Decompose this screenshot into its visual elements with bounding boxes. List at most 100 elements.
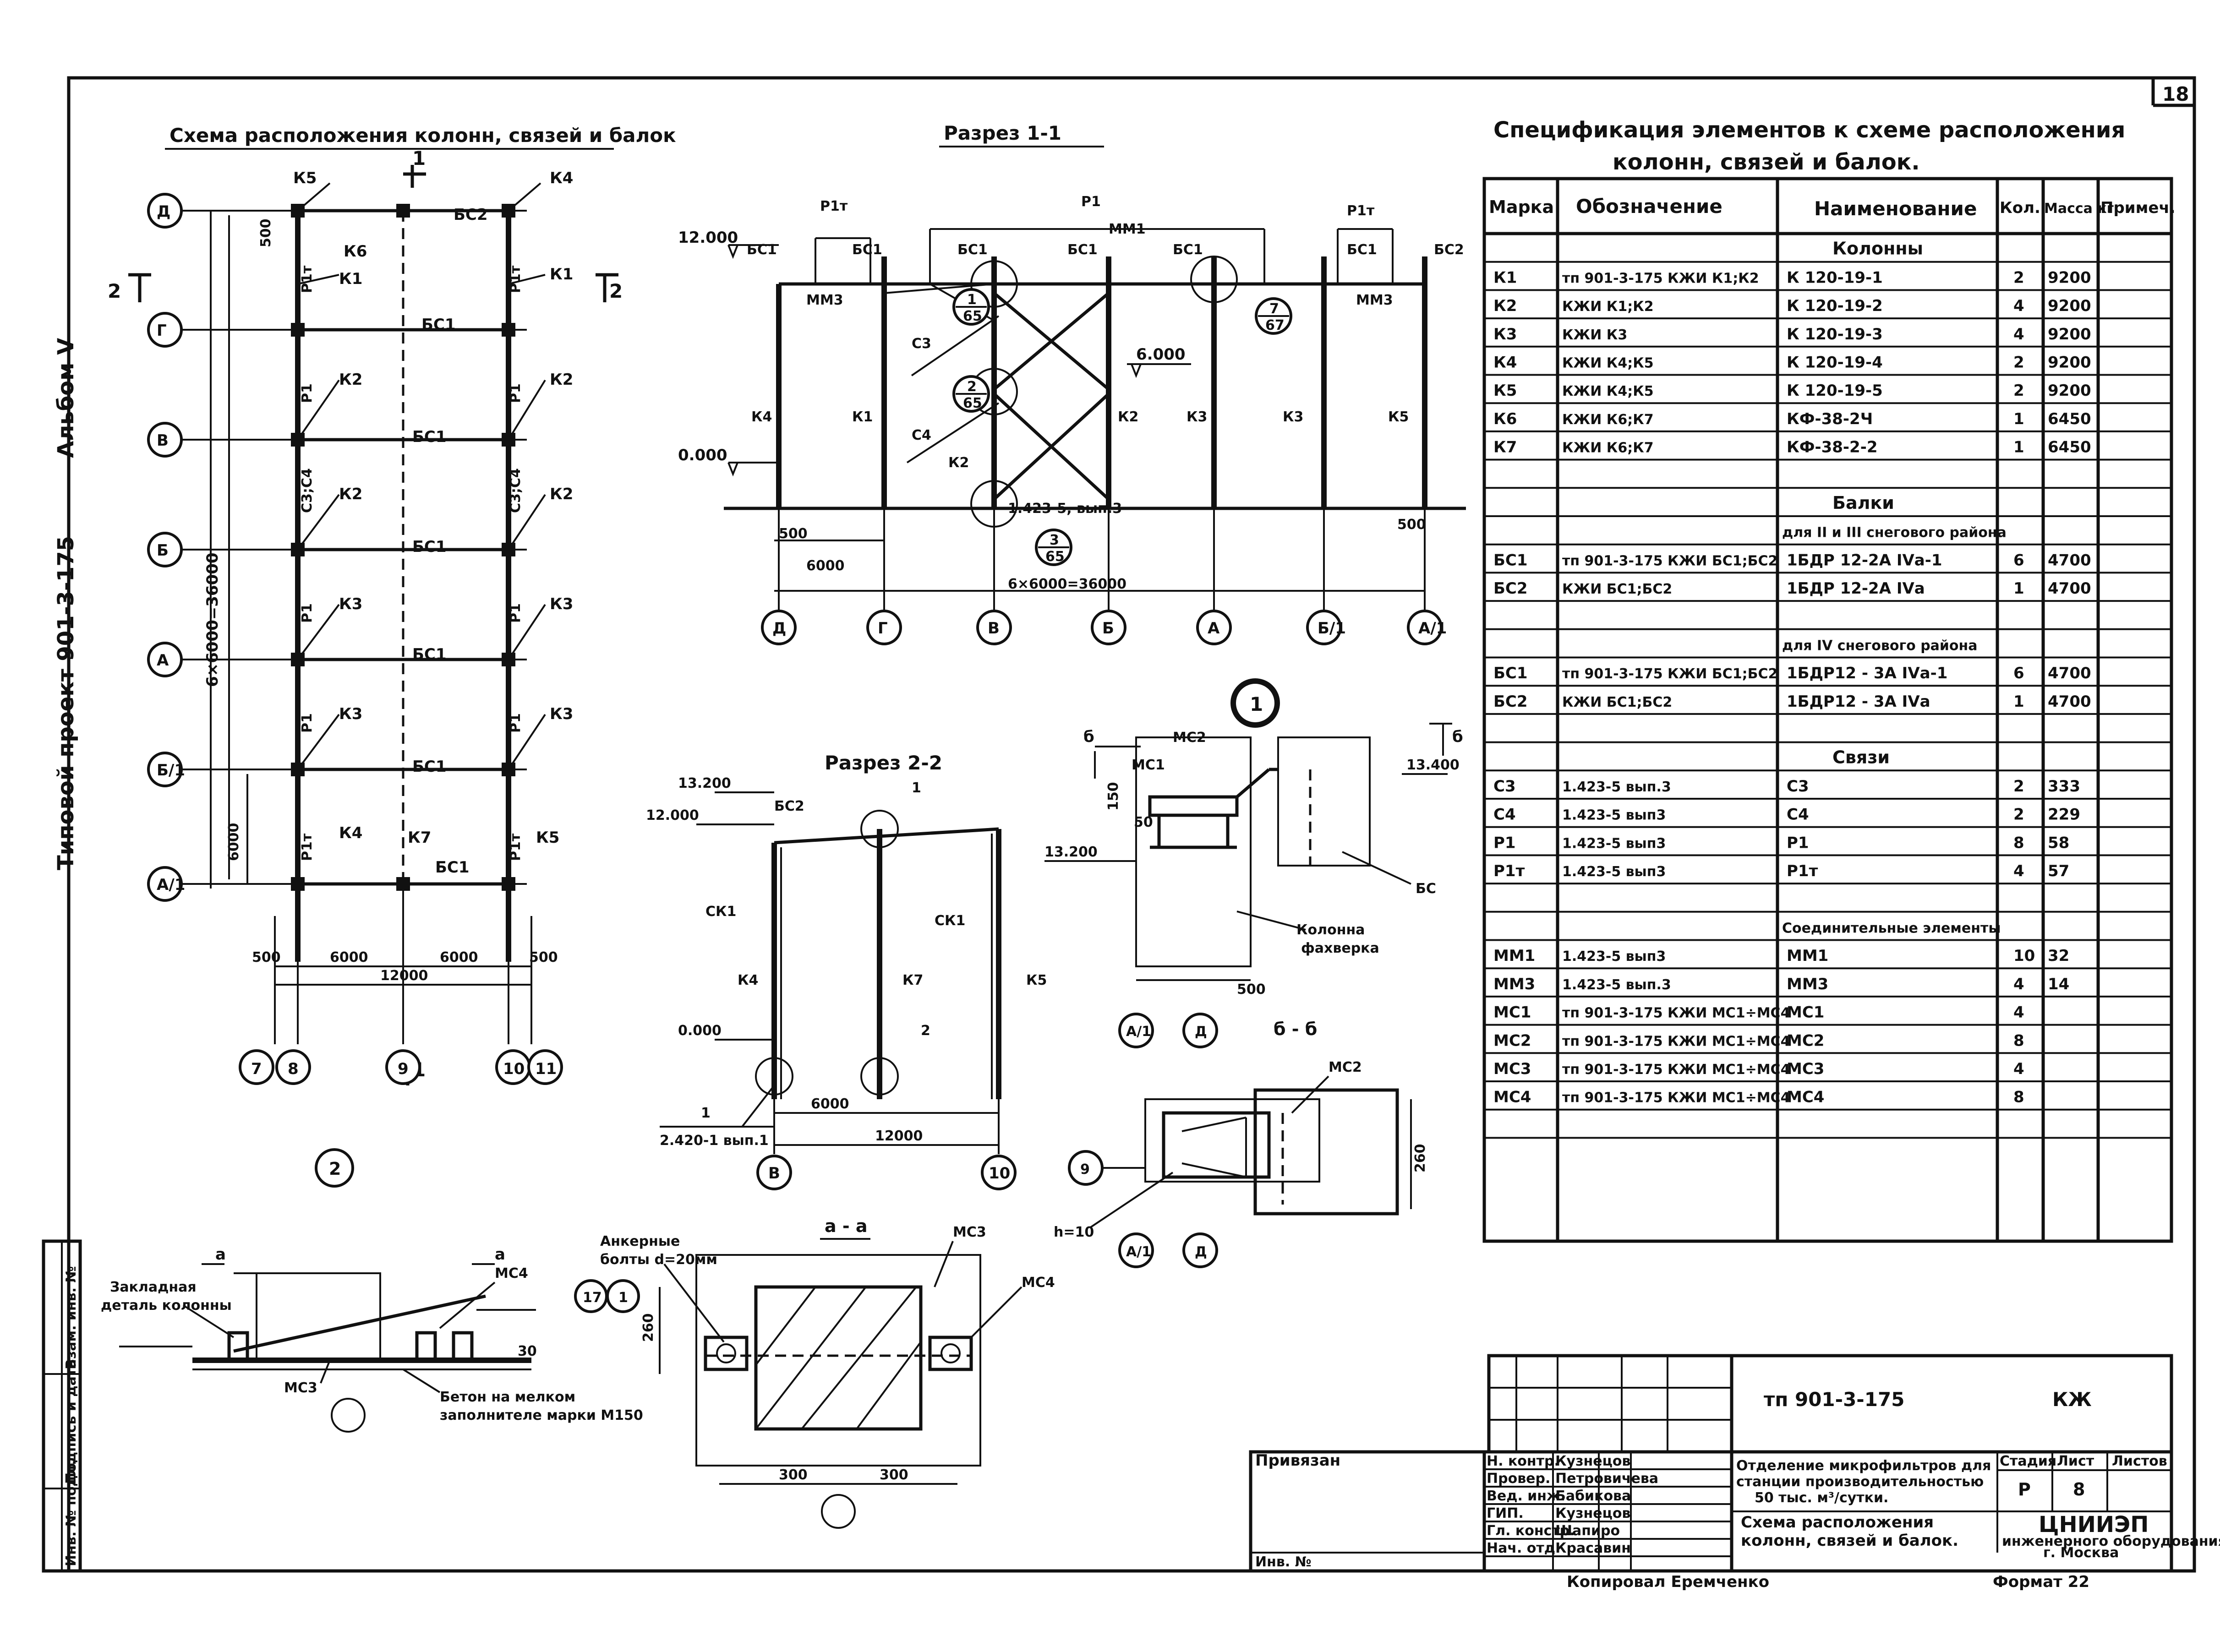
spec-name: КФ-38-2-2 (1787, 438, 1877, 457)
svg-text:С3;С4: С3;С4 (508, 468, 524, 513)
tb-person: Кузнецов (1555, 1505, 1630, 1521)
spec-mark: С3 (1493, 777, 1516, 796)
svg-text:260: 260 (640, 1313, 656, 1342)
svg-text:б: б (1083, 728, 1094, 746)
svg-text:6000: 6000 (811, 1096, 849, 1112)
spec-mark: ММ1 (1493, 947, 1535, 965)
tb-role: Нач. отд. (1487, 1540, 1560, 1556)
spec-code: тп 901-3-175 КЖИ МС1÷МС4 (1562, 1033, 1790, 1049)
svg-text:Р1: Р1 (299, 383, 315, 403)
spec-name: К 120-19-1 (1787, 268, 1883, 287)
node-1-marker: 1 (1250, 693, 1263, 715)
spec-mark: К3 (1493, 325, 1517, 343)
spec-mass: 4700 (2048, 579, 2091, 598)
svg-text:Лист: Лист (2057, 1453, 2094, 1469)
spec-name: К 120-19-2 (1787, 297, 1883, 315)
spec-mass: 6450 (2048, 410, 2091, 428)
section-2-mark-left: 2 (108, 280, 121, 302)
svg-text:Бетон на мелком: Бетон на мелком (440, 1389, 575, 1405)
svg-text:МС3: МС3 (953, 1224, 986, 1240)
spec-code: тп 901-3-175 КЖИ МС1÷МС4 (1562, 1005, 1790, 1021)
spec-qty: 4 (2013, 975, 2024, 993)
spec-qty: 8 (2013, 1088, 2024, 1107)
svg-text:500: 500 (529, 949, 558, 965)
spec-name: 1БДР12 - 3А IVа-1 (1787, 664, 1947, 682)
plan-title: Схема расположения колонн, связей и бало… (170, 124, 676, 147)
svg-text:МС4: МС4 (1022, 1275, 1055, 1291)
axis-bubble-7: 7 (251, 1060, 262, 1078)
svg-text:деталь колонны: деталь колонны (101, 1298, 232, 1314)
callout-sheet-4: 67 (1265, 317, 1285, 333)
spec-name: МС4 (1787, 1088, 1824, 1107)
spec-code: КЖИ К4;К5 (1562, 355, 1654, 371)
spec-mark: Р1 (1493, 834, 1516, 852)
svg-text:К2: К2 (550, 371, 573, 389)
svg-text:К7: К7 (408, 829, 431, 847)
node-1-detail: б б МС2 МС1 50 150 13.400 13.200 БС Коло… (1044, 723, 1463, 1048)
spec-header-name: Наименование (1814, 197, 1977, 220)
section-b-b: б - б МС2 260 9 h=10 А/1 Д (1054, 1019, 1428, 1268)
svg-text:12000: 12000 (875, 1128, 923, 1144)
svg-text:150: 150 (1105, 782, 1121, 811)
svg-text:К6: К6 (344, 242, 367, 261)
svg-text:К3: К3 (550, 595, 573, 613)
svg-text:БС1: БС1 (412, 538, 447, 556)
spec-qty: 4 (2013, 862, 2024, 880)
spec-qty: 2 (2013, 777, 2024, 796)
svg-text:К1: К1 (550, 265, 573, 284)
tb-person: Бабикова (1555, 1488, 1631, 1504)
spec-code: 1.423-5 вып3 (1562, 949, 1666, 965)
tb-person: Красавин (1555, 1540, 1631, 1556)
svg-text:К7: К7 (902, 972, 923, 988)
spec-code: тп 901-3-175 КЖИ К1;К2 (1562, 270, 1759, 286)
spec-mass: 9200 (2048, 382, 2091, 400)
tb-person: Шапиро (1555, 1523, 1620, 1539)
tb-role: Провер. (1487, 1471, 1550, 1487)
axis-bubble-5: А (157, 651, 169, 670)
svg-text:Инв. № подл.: Инв. № подл. (63, 1460, 79, 1566)
spec-name: ММ1 (1787, 947, 1828, 965)
svg-text:6000: 6000 (440, 949, 478, 965)
spec-mark: К4 (1493, 354, 1517, 372)
svg-text:Взам. инв. №: Взам. инв. № (63, 1266, 79, 1369)
spec-mass: 9200 (2048, 325, 2091, 343)
spec-code: КЖИ К3 (1562, 327, 1627, 343)
axis-bubble-9: 9 (398, 1060, 409, 1078)
spec-qty: 2 (2013, 382, 2024, 400)
drawing-code: КЖ (2052, 1388, 2092, 1411)
spec-name: ММ3 (1787, 975, 1828, 993)
svg-text:h=10: h=10 (1054, 1224, 1094, 1240)
spec-header-mark: Марка (1489, 197, 1554, 217)
svg-text:300: 300 (779, 1467, 808, 1483)
axis-bubble-7: А/1 (157, 876, 185, 894)
tb-role: Н. контр. (1487, 1453, 1559, 1469)
tb-person: Петровичева (1555, 1471, 1658, 1487)
callout-num-2: 2 (967, 379, 977, 395)
svg-text:Схема расположения: Схема расположения (1741, 1513, 1934, 1532)
svg-text:17: 17 (583, 1290, 602, 1306)
callout3-ref: 1.423-5, вып.3 (1008, 501, 1122, 517)
spec-subheading: Соединительные элементы (1782, 921, 2001, 937)
svg-text:Р1: Р1 (508, 603, 524, 623)
spec-code: 1.423-5 вып3 (1562, 807, 1666, 823)
spec-mark: МС1 (1493, 1003, 1531, 1022)
svg-text:К1: К1 (339, 270, 362, 288)
section-2-2-title: Разрез 2-2 (825, 752, 942, 774)
svg-text:1: 1 (701, 1105, 711, 1121)
spec-qty: 6 (2013, 664, 2024, 682)
svg-text:Стадия: Стадия (2000, 1453, 2056, 1469)
axis-bubble-1: Д (157, 202, 170, 221)
outer-frame (67, 76, 2196, 1573)
svg-text:К4: К4 (339, 824, 362, 842)
spec-mass: 4700 (2048, 551, 2091, 569)
axis-bubble-8: 8 (288, 1060, 299, 1078)
spec-code: КЖИ К4;К5 (1562, 383, 1654, 399)
spec-mark: БС2 (1493, 692, 1528, 711)
svg-text:500: 500 (779, 526, 808, 542)
svg-text:2: 2 (921, 1023, 930, 1039)
svg-text:а: а (215, 1245, 226, 1264)
svg-text:Р1: Р1 (299, 713, 315, 733)
spec-code: 1.423-5 вып3 (1562, 864, 1666, 880)
svg-text:Р1т: Р1т (299, 265, 315, 293)
svg-text:К1: К1 (852, 409, 873, 425)
